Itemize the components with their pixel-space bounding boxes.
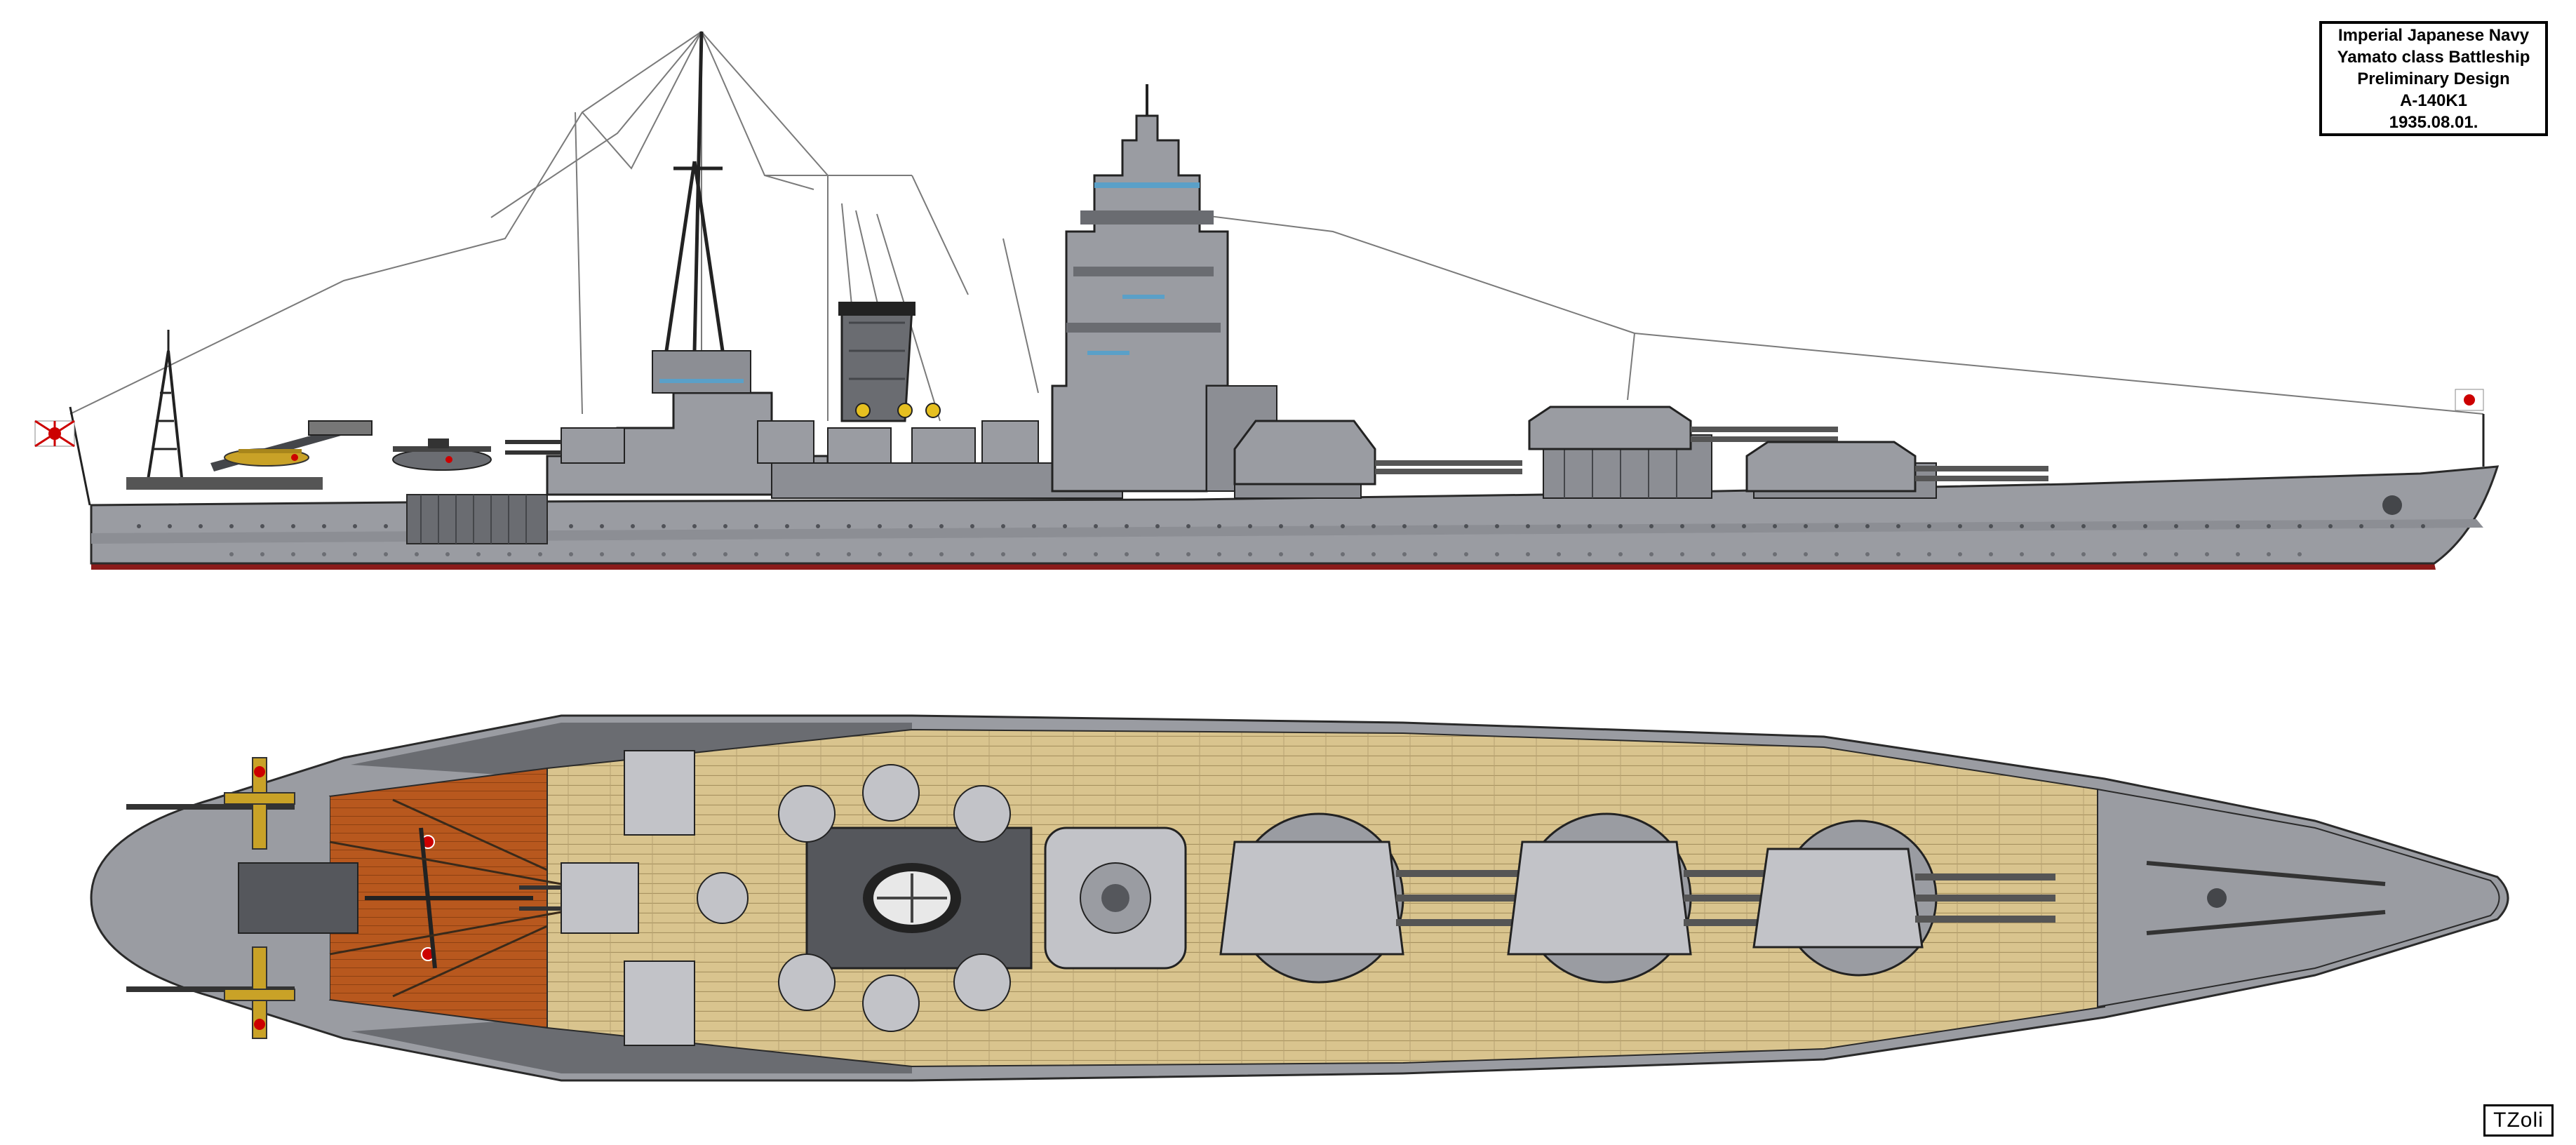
funnel-top <box>805 826 1033 970</box>
main-turret-side-2 <box>1528 406 1838 499</box>
stern-flag <box>34 406 91 506</box>
title-line-class: Yamato class Battleship <box>2337 47 2530 67</box>
bow-jack <box>2455 389 2485 467</box>
side-profile <box>34 31 2500 570</box>
funnel <box>838 302 915 422</box>
bow-anchor <box>2382 495 2402 515</box>
title-line-date: 1935.08.01. <box>2389 112 2478 132</box>
aircraft-side-2 <box>392 438 492 471</box>
title-line-designation: A-140K1 <box>2399 91 2468 110</box>
ha-gun-shields <box>855 403 941 418</box>
main-turret-side-1 <box>1745 441 2048 499</box>
ha-mounts-top <box>697 764 1011 1032</box>
artist-signature: TZoli <box>2483 1104 2554 1137</box>
main-turret-side-3 <box>1233 420 1522 499</box>
secondary-turret-top-aft <box>519 862 639 934</box>
bridge-tower <box>1051 84 1277 493</box>
title-line-design: Preliminary Design <box>2357 69 2510 88</box>
aft-secondary-turret <box>505 427 625 464</box>
crane-top <box>365 827 533 969</box>
main-turret-top-2 <box>1507 812 1838 984</box>
boot-topping <box>91 563 2436 570</box>
secondary-mounts-side <box>624 750 695 1046</box>
main-turret-top-1 <box>1752 819 2055 977</box>
title-line-navy: Imperial Japanese Navy <box>2337 25 2530 45</box>
aft-mast <box>664 31 725 351</box>
aircraft-side-1 <box>224 448 309 467</box>
stern-crane <box>145 330 185 486</box>
bridge-top <box>1044 826 1187 970</box>
top-view <box>90 714 2509 1082</box>
title-block: Imperial Japanese Navy Yamato class Batt… <box>2319 21 2548 136</box>
aircraft-top <box>224 757 435 1039</box>
main-turret-top-3 <box>1219 812 1536 984</box>
rigging <box>69 31 2484 422</box>
hangar <box>406 494 548 544</box>
